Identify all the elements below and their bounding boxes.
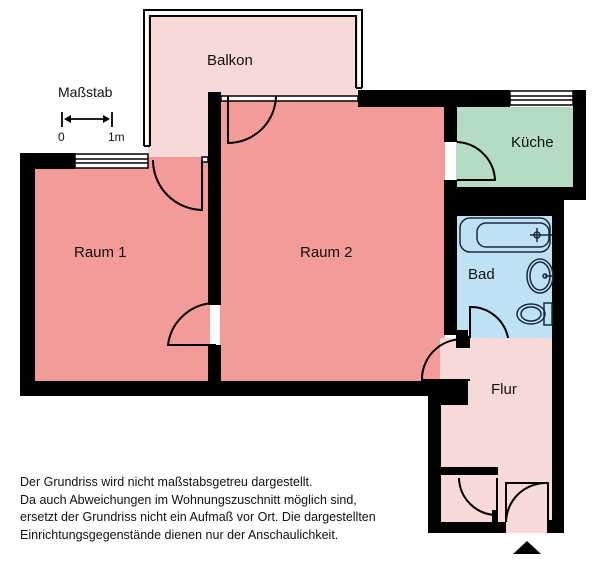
room-label-raum1: Raum 1: [74, 244, 127, 261]
bathtub-icon: [459, 217, 552, 253]
doors: [152, 95, 549, 523]
entrance-arrow-icon: [513, 541, 541, 554]
disclaimer-line: Da auch Abweichungen im Wohnungszuschnit…: [20, 492, 357, 507]
disclaimer-line: Der Grundriss wird nicht maßstabsgetreu …: [20, 475, 313, 489]
scale-end: 1m: [108, 130, 125, 144]
scale-title: Maßstab: [58, 84, 113, 100]
walls: [20, 90, 586, 533]
disclaimer-line: Einrichtungsgegenstände dienen nur der A…: [20, 527, 339, 542]
scale-bar: [61, 112, 113, 127]
room-label-kueche: Küche: [511, 134, 554, 151]
raum2-area: [220, 96, 445, 384]
scale-start: 0: [58, 130, 65, 144]
room-label-bad: Bad: [468, 266, 495, 283]
disclaimer-text: Der Grundriss wird nicht maßstabsgetreu …: [20, 474, 376, 544]
toilet-icon: [516, 302, 553, 326]
balkon-railing: [143, 9, 363, 147]
room-label-flur: Flur: [491, 381, 517, 398]
raum1-area: [35, 157, 210, 385]
room-label-raum2: Raum 2: [300, 244, 353, 261]
sink-icon: [526, 258, 554, 294]
room-label-balkon: Balkon: [207, 52, 253, 69]
windows: [74, 90, 574, 169]
disclaimer-line: ersetzt der Grundriss nicht ein Aufmaß v…: [20, 510, 376, 524]
